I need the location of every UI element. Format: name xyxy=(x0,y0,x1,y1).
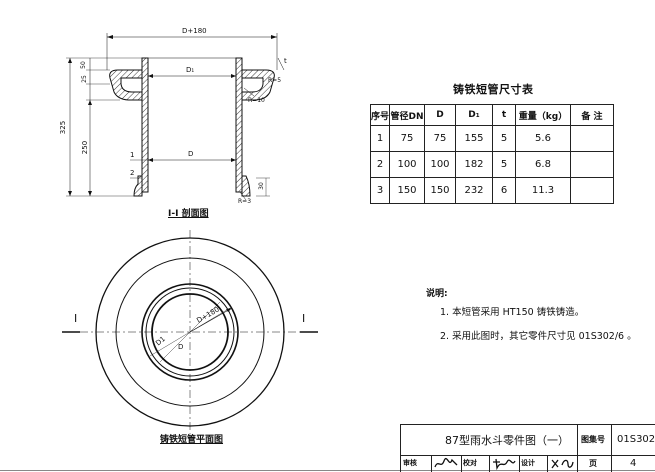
check-label: 校对 xyxy=(463,459,477,467)
section-view xyxy=(66,33,285,201)
note-item: 1. 本短管采用 HT150 铸铁铸造。 xyxy=(440,307,585,318)
plan-d-label: D xyxy=(178,343,184,351)
cell-dn: 150 xyxy=(389,177,425,204)
cell-dn: 100 xyxy=(389,151,425,178)
cell-t: 6 xyxy=(492,177,516,204)
header-cell-weight: 重量（kg） xyxy=(515,104,571,126)
note-item: 2. 采用此图时，其它零件尺寸见 01S302/6 。 xyxy=(440,331,637,342)
header-cell-t: t xyxy=(492,104,516,126)
cell-remarks xyxy=(570,177,614,204)
cell-no: 3 xyxy=(370,177,390,204)
table-row: 1 75 75 155 5 5.6 xyxy=(370,125,614,152)
dim-flange-b: 25 xyxy=(80,75,88,83)
left-pipe-wall xyxy=(141,57,149,193)
title-block-divider xyxy=(401,455,655,456)
right-pipe-wall xyxy=(235,57,243,193)
section-caption: I-I 剖面图 xyxy=(168,209,209,219)
header-cell-d1: D₁ xyxy=(455,104,493,126)
cell-d1: 182 xyxy=(455,151,493,178)
cell-no: 2 xyxy=(370,151,390,178)
cell-t: 5 xyxy=(492,151,516,178)
signature-review xyxy=(434,457,458,468)
page-label: 页 xyxy=(589,459,597,468)
drawing-title: 87型雨水斗零件图（一） xyxy=(445,434,569,447)
cell-dn: 75 xyxy=(389,125,425,152)
left-bottom-ring xyxy=(133,175,143,197)
title-block-vline xyxy=(519,455,520,472)
table-header-row: 序号 管径DN D D₁ t 重量（kg） 备 注 xyxy=(370,104,614,126)
title-block-vline xyxy=(547,455,548,472)
cell-weight: 5.6 xyxy=(515,125,571,152)
dim-d1-label: D₁ xyxy=(186,66,195,74)
cell-d1: 155 xyxy=(455,125,493,152)
cell-t: 5 xyxy=(492,125,516,152)
title-block-vline xyxy=(611,425,612,472)
title-block-vline xyxy=(577,425,578,472)
dim-t-top: t xyxy=(284,57,287,65)
title-block-vline xyxy=(461,455,462,472)
right-bottom-ring xyxy=(241,175,251,197)
section-marker-left: I xyxy=(74,312,78,325)
table-row: 3 150 150 232 6 11.3 xyxy=(370,177,614,204)
dim-t2: 2 xyxy=(130,169,135,177)
cell-d1: 232 xyxy=(455,177,493,204)
right-flange xyxy=(241,69,275,101)
dim-r3: R=3 xyxy=(238,198,252,205)
title-block-vline xyxy=(489,455,490,472)
dim-r5: R=5 xyxy=(268,77,282,84)
pipe-size-table: 序号 管径DN D D₁ t 重量（kg） 备 注 1 75 75 155 5 … xyxy=(370,104,614,204)
left-flange xyxy=(109,69,143,101)
header-cell-remarks: 备 注 xyxy=(570,104,614,126)
dim-overall-width: D+180 xyxy=(182,27,207,35)
plan-view xyxy=(62,230,318,434)
atlas-label: 图集号 xyxy=(581,435,605,444)
header-cell-no: 序号 xyxy=(370,104,390,126)
table-title: 铸铁短管尺寸表 xyxy=(453,83,534,96)
table-row: 2 100 100 182 5 6.8 xyxy=(370,151,614,178)
cell-remarks xyxy=(570,151,614,178)
review-label: 审核 xyxy=(403,459,417,467)
dim-r10: R=10 xyxy=(248,97,265,104)
cell-remarks xyxy=(570,125,614,152)
section-marker-right: I xyxy=(302,312,306,325)
dim-flange-a: 50 xyxy=(79,61,87,69)
cell-d: 150 xyxy=(424,177,456,204)
notes-title: 说明: xyxy=(426,289,448,299)
cell-weight: 11.3 xyxy=(515,177,571,204)
plan-caption: 铸铁短管平面图 xyxy=(160,435,224,445)
dim-lower-height: 250 xyxy=(81,140,90,155)
dim-d-label: D xyxy=(188,150,194,158)
cell-no: 1 xyxy=(370,125,390,152)
title-block: 87型雨水斗零件图（一） 图集号 01S302 审核 校对 设计 页 4 xyxy=(400,424,655,472)
cell-d: 100 xyxy=(424,151,456,178)
design-label: 设计 xyxy=(521,459,535,467)
cell-weight: 6.8 xyxy=(515,151,571,178)
dim-t1: 1 xyxy=(130,151,135,159)
signature-design xyxy=(551,459,574,469)
dim-bottom: 30 xyxy=(257,182,265,190)
dim-total-height: 325 xyxy=(59,120,68,135)
page-number: 4 xyxy=(630,458,637,469)
signature-check xyxy=(493,458,516,471)
header-cell-d: D xyxy=(424,104,456,126)
cell-d: 75 xyxy=(424,125,456,152)
atlas-number: 01S302 xyxy=(617,434,655,445)
title-block-vline xyxy=(431,455,432,472)
header-cell-dn: 管径DN xyxy=(389,104,425,126)
